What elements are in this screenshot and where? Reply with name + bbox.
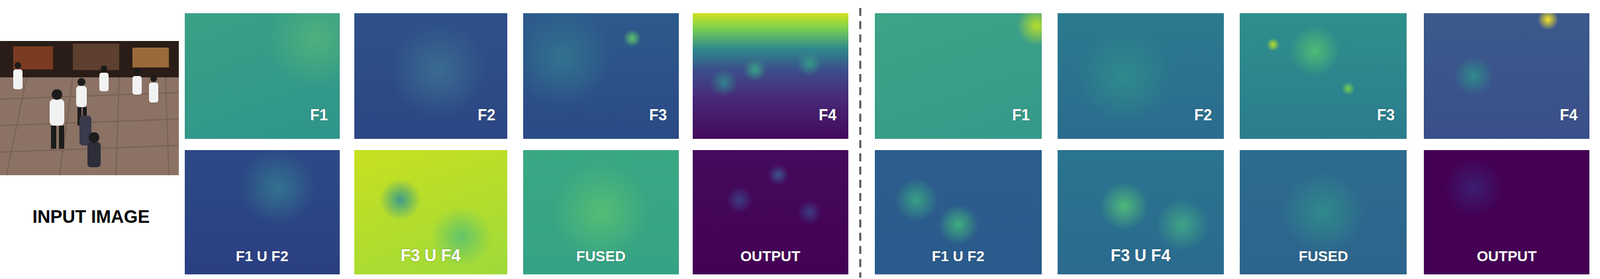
panel-label: F3 (649, 106, 667, 125)
input-label: INPUT IMAGE (32, 207, 150, 228)
input-photo (0, 41, 179, 176)
panel-label: F4 (818, 106, 837, 125)
feature-map-panel: F2 (1057, 13, 1224, 140)
feature-map-panel: FUSED (1239, 150, 1407, 275)
feature-map-panel: F2 (354, 13, 508, 140)
panel-label: FUSED (1298, 248, 1349, 266)
panel-label: F1 U F2 (931, 248, 985, 266)
feature-map-panel: F3 U F4 (354, 150, 508, 275)
feature-map-panel: F3 (1239, 13, 1407, 140)
feature-map-panel: F4 (692, 13, 849, 140)
group-divider (859, 7, 862, 279)
panel-label: F3 (1376, 106, 1395, 125)
panel-label: OUTPUT (1476, 248, 1537, 266)
feature-map-panel: F4 (1423, 13, 1590, 140)
panel-label: F3 U F4 (1110, 246, 1171, 266)
panel-label: F2 (477, 106, 496, 125)
feature-map-panel: F3 (523, 13, 679, 140)
panel-label: F1 U F2 (235, 248, 289, 266)
feature-map-panel: F1 U F2 (874, 150, 1042, 275)
panel-label: F4 (1559, 106, 1578, 125)
feature-map-panel: F1 U F2 (184, 150, 340, 275)
panel-label: FUSED (576, 248, 626, 266)
panel-label: F1 (1011, 106, 1030, 125)
feature-map-panel: F1 (184, 13, 340, 140)
panel-label: F2 (1194, 106, 1212, 125)
feature-map-panel: FUSED (523, 150, 679, 275)
feature-map-panel: OUTPUT (692, 150, 849, 275)
feature-map-panel: F3 U F4 (1057, 150, 1224, 275)
feature-map-panel: F1 (874, 13, 1042, 140)
panel-label: F1 (309, 106, 328, 125)
panel-label: OUTPUT (740, 248, 800, 266)
panel-label: F3 U F4 (400, 246, 461, 266)
feature-map-panel: OUTPUT (1423, 150, 1590, 275)
